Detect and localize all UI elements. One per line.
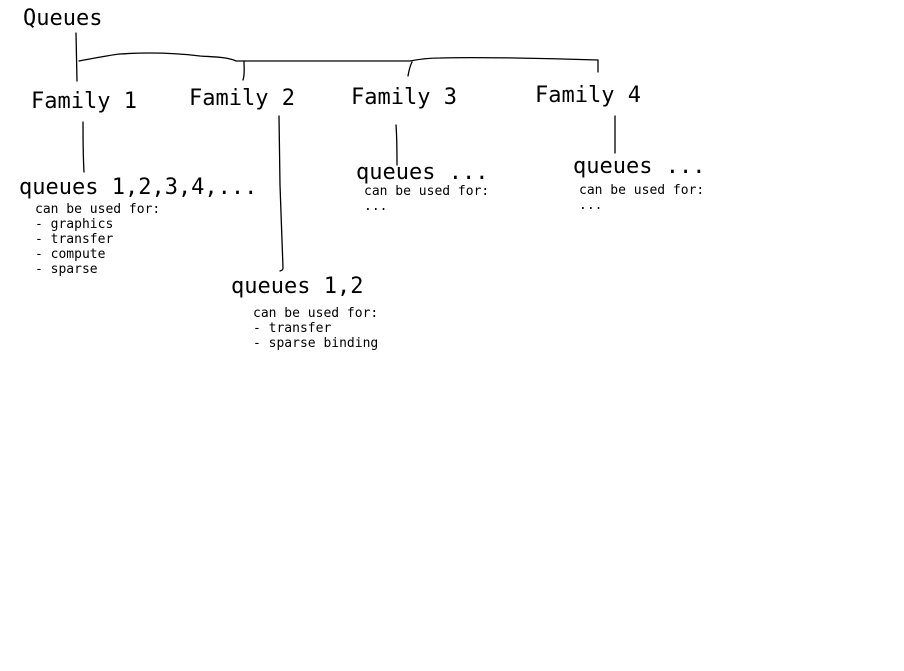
connector-family-2-to-queues	[278, 115, 284, 272]
capability-item: - sparse	[35, 262, 98, 277]
connector-root-to-bracket	[75, 32, 78, 82]
capability-item: ...	[364, 199, 388, 214]
family-3-queues-label: queues ...	[356, 160, 489, 185]
connector-bracket	[78, 52, 599, 73]
family-1-queues-label: queues 1,2,3,4,...	[19, 175, 258, 200]
diagram-root-title: Queues	[23, 6, 103, 31]
family-4-queues-label: queues ...	[573, 154, 706, 179]
family-4-title: Family 4	[535, 83, 641, 108]
capability-item: - sparse binding	[253, 336, 379, 351]
capability-item: ...	[579, 198, 603, 213]
capability-item: - compute	[35, 247, 106, 262]
capability-item: - graphics	[35, 217, 114, 232]
family-2-capability-list: can be used for: - transfer - sparse bin…	[253, 306, 378, 351]
family-3-title: Family 3	[351, 85, 457, 110]
capability-item: can be used for:	[579, 183, 705, 198]
capability-item: - transfer	[253, 321, 332, 336]
family-1-title: Family 1	[31, 89, 137, 114]
connector-bracket-to-family-2	[242, 60, 245, 81]
family-2-queues-label: queues 1,2	[231, 274, 364, 299]
capability-item: - transfer	[35, 232, 114, 247]
capability-item: can be used for:	[364, 184, 490, 199]
family-4-capability-list: can be used for: ...	[579, 183, 704, 213]
family-1-capability-list: can be used for: - graphics - transfer -…	[35, 202, 160, 277]
connector-family-3-to-queues	[395, 124, 398, 166]
family-2-title: Family 2	[189, 86, 295, 111]
capability-item: can be used for:	[253, 306, 379, 321]
connector-family-1-to-queues	[82, 121, 85, 173]
capability-item: can be used for:	[35, 202, 161, 217]
connector-bracket-to-family-3	[407, 61, 413, 77]
family-3-capability-list: can be used for: ...	[364, 184, 489, 214]
